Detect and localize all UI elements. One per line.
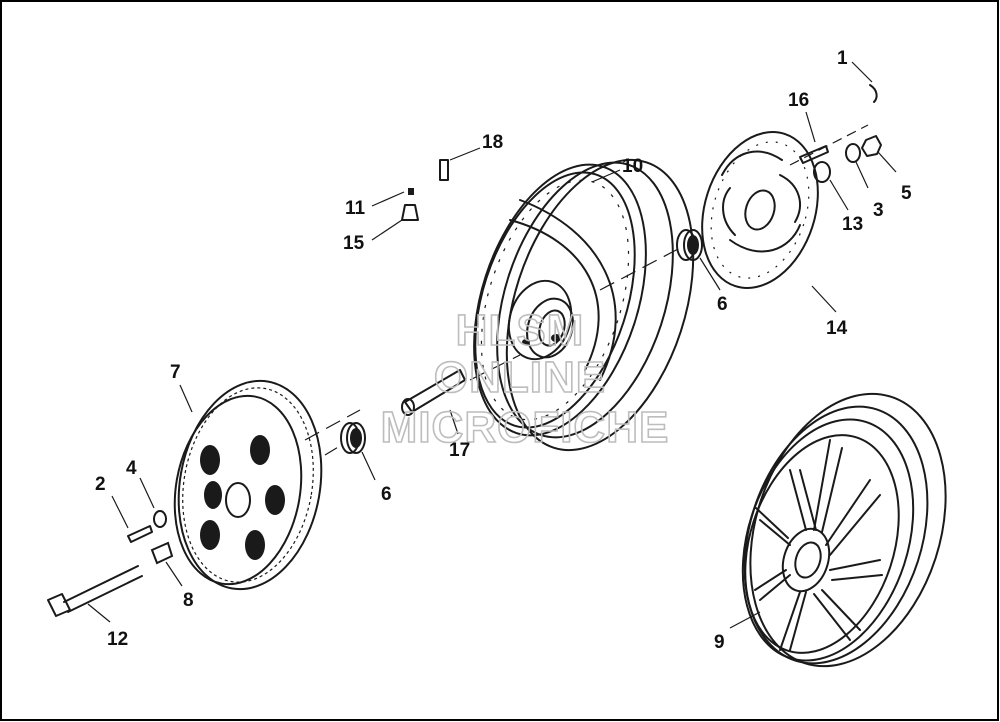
callout-6b: 6: [717, 294, 728, 315]
watermark-line-3: MICROFICHE: [381, 403, 670, 452]
part-11-cap: [408, 188, 414, 195]
part-7-sprocket: [173, 379, 323, 591]
part-6a-bearing: [340, 422, 366, 454]
watermark: HLSM ONLINE MICROFICHE: [380, 305, 670, 453]
callout-labels: 1 2 3 4 5 6 6 7 8 9 10 11 12 13 14 15 16…: [95, 48, 912, 653]
part-4-washer: [153, 510, 167, 528]
part-13-spacer: [813, 161, 831, 183]
part-5-nut: [861, 135, 882, 157]
part-1-cotter-pin: [869, 84, 878, 103]
part-16-bolt: [799, 145, 829, 164]
callout-6a: 6: [381, 484, 392, 505]
callout-16: 16: [788, 90, 809, 111]
callout-11: 11: [345, 198, 366, 219]
callout-17: 17: [449, 440, 470, 461]
callout-10: 10: [622, 156, 643, 177]
callout-14: 14: [826, 318, 848, 339]
callout-3: 3: [873, 200, 884, 221]
callout-13: 13: [842, 214, 863, 235]
callout-5: 5: [901, 183, 912, 204]
callout-leaders: [87, 61, 897, 629]
assembly-centerlines: [304, 124, 869, 456]
part-8-spacer: [150, 541, 174, 565]
part-14-brake-rotor: [701, 131, 819, 289]
callout-4: 4: [126, 458, 137, 479]
part-18-weight: [439, 159, 449, 181]
callout-9: 9: [714, 632, 725, 653]
callout-1: 1: [837, 48, 848, 69]
callout-15: 15: [343, 233, 365, 254]
part-17-spacer: [401, 369, 466, 416]
callout-12: 12: [107, 629, 128, 650]
watermark-line-1: HLSM: [456, 306, 585, 355]
part-9-cast-wheel: [741, 392, 947, 668]
part-3-washer: [845, 143, 861, 163]
callout-8: 8: [183, 590, 194, 611]
part-15-valve: [401, 204, 419, 221]
callout-7: 7: [170, 362, 181, 383]
part-6b-bearing: [676, 229, 703, 261]
callout-2: 2: [95, 474, 106, 495]
callout-18: 18: [482, 132, 503, 153]
watermark-line-2: ONLINE: [434, 353, 606, 402]
part-10-wire-wheel: [473, 158, 695, 452]
part-12-axle: [47, 565, 143, 617]
part-2-bolt: [127, 525, 153, 543]
